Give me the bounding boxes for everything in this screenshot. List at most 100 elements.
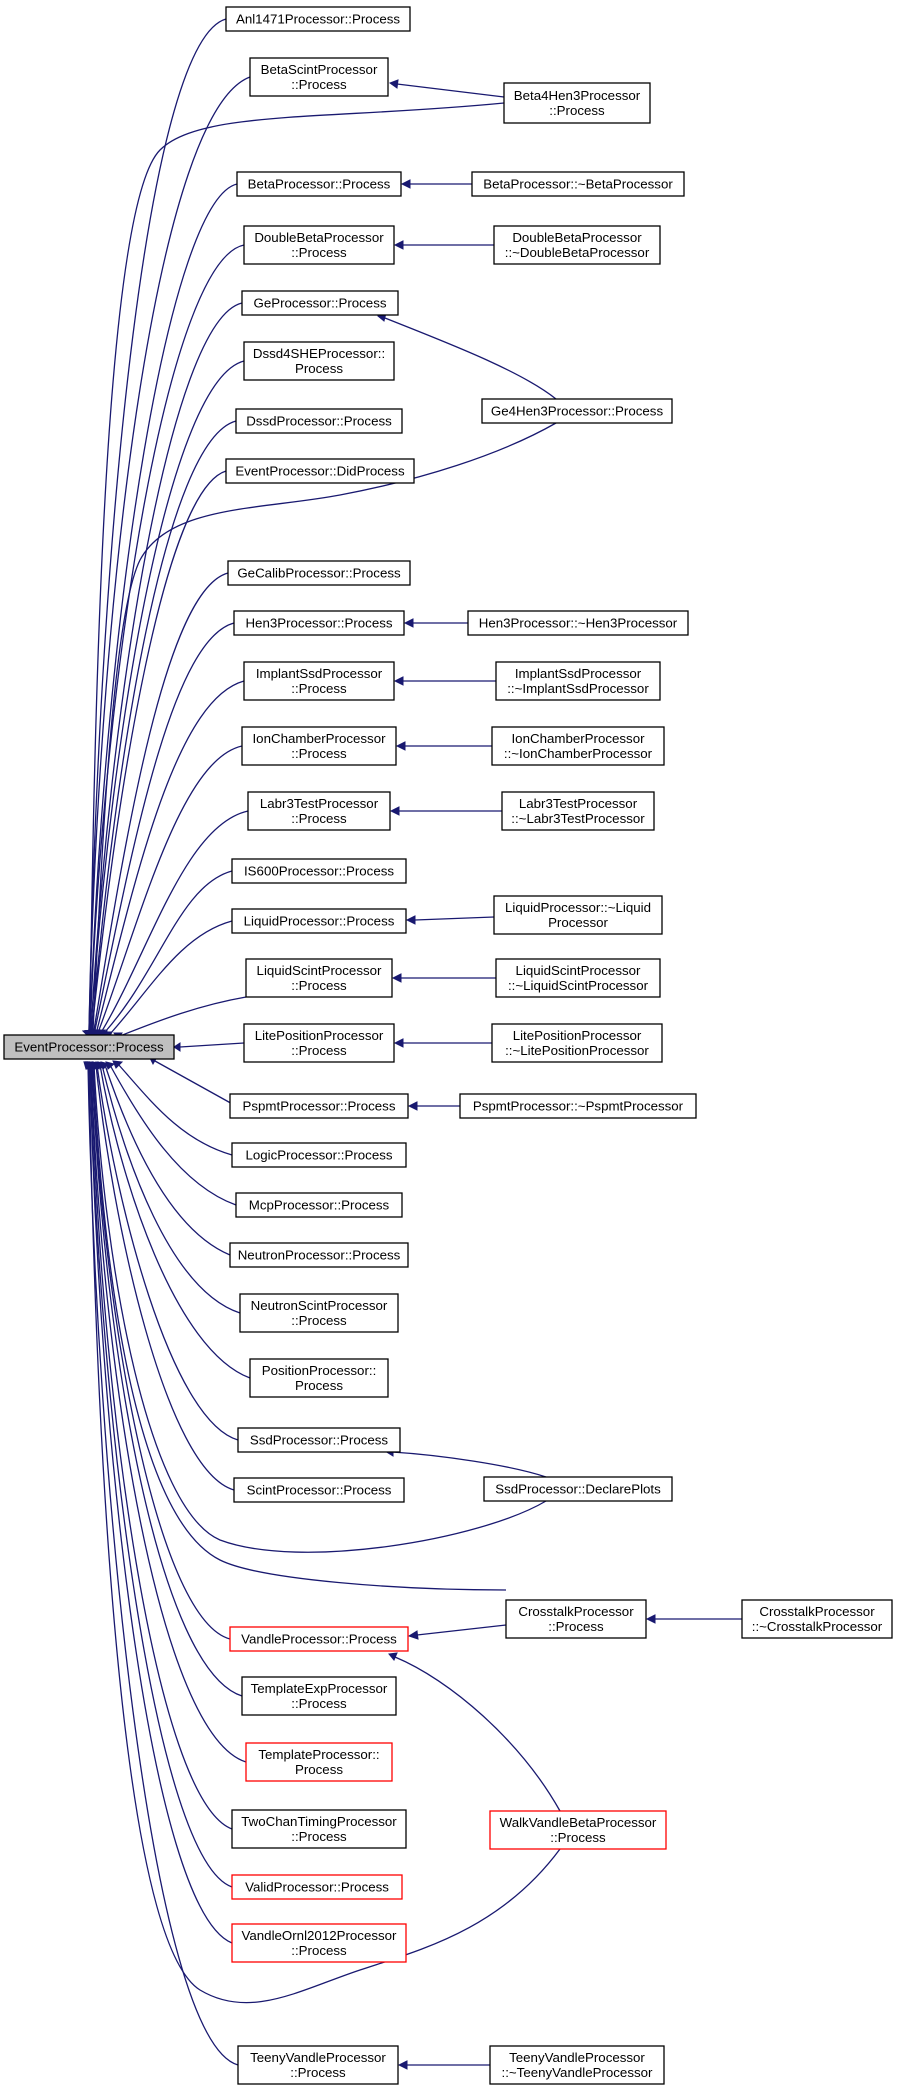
edge-implant_d-to-implant [393, 676, 496, 686]
node-label-line: Processor [548, 915, 608, 930]
node-label-line: IonChamberProcessor [252, 731, 386, 746]
node-walkvandle[interactable]: WalkVandleBetaProcessor::Process [489, 1810, 667, 1850]
node-box [459, 1093, 697, 1119]
node-label-line: ::~ImplantSsdProcessor [507, 681, 649, 696]
node-label-line: ::~CrosstalkProcessor [752, 1619, 883, 1634]
node-box [501, 791, 655, 831]
node-label-line: NeutronProcessor::Process [238, 1248, 401, 1263]
node-label-line: LitePositionProcessor [255, 1028, 384, 1043]
node-ge[interactable]: GeProcessor::Process [241, 290, 399, 316]
node-logic[interactable]: LogicProcessor::Process [231, 1142, 407, 1168]
node-liquidscint[interactable]: LiquidScintProcessor::Process [245, 958, 393, 998]
node-box [237, 1427, 401, 1453]
node-is600[interactable]: IS600Processor::Process [231, 858, 407, 884]
node-box [229, 1093, 409, 1119]
node-gecalib[interactable]: GeCalibProcessor::Process [227, 560, 411, 586]
node-neutron[interactable]: NeutronProcessor::Process [229, 1242, 409, 1268]
edge-doublebeta-to-root [82, 244, 245, 1037]
node-ionchamber[interactable]: IonChamberProcessor::Process [241, 726, 397, 766]
node-label-line: DoubleBetaProcessor [512, 230, 642, 245]
node-crosstalk_d[interactable]: CrosstalkProcessor::~CrosstalkProcessor [741, 1599, 893, 1639]
node-implant[interactable]: ImplantSsdProcessor::Process [243, 661, 395, 701]
edge-line [416, 1624, 507, 1636]
node-didprocess[interactable]: EventProcessor::DidProcess [225, 458, 415, 484]
node-box [231, 908, 407, 934]
node-templateexp[interactable]: TemplateExpProcessor::Process [241, 1676, 397, 1716]
node-crosstalk[interactable]: CrosstalkProcessor::Process [505, 1599, 647, 1639]
node-label-line: DoubleBetaProcessor [254, 230, 384, 245]
edge-ionchamber-to-root [91, 745, 243, 1037]
node-box [231, 1809, 407, 1849]
node-box [489, 1810, 667, 1850]
node-box [247, 791, 391, 831]
node-box [225, 6, 411, 32]
node-scint[interactable]: ScintProcessor::Process [233, 1477, 405, 1503]
node-ionchamber_d[interactable]: IonChamberProcessor::~IonChamberProcesso… [491, 726, 665, 766]
node-beta_d[interactable]: BetaProcessor::~BetaProcessor [471, 171, 685, 197]
node-pspmt_d[interactable]: PspmtProcessor::~PspmtProcessor [459, 1093, 697, 1119]
node-label-line: SsdProcessor::Process [250, 1433, 389, 1448]
node-box [237, 2045, 399, 2085]
node-twochan[interactable]: TwoChanTimingProcessor::Process [231, 1809, 407, 1849]
node-betascint[interactable]: BetaScintProcessor::Process [249, 57, 389, 97]
node-mcp[interactable]: McpProcessor::Process [235, 1192, 403, 1218]
node-box [3, 1034, 175, 1060]
node-valid[interactable]: ValidProcessor::Process [231, 1874, 403, 1900]
node-hen3[interactable]: Hen3Processor::Process [233, 610, 405, 636]
node-box [495, 958, 661, 998]
node-liquid[interactable]: LiquidProcessor::Process [231, 908, 407, 934]
node-teeny_d[interactable]: TeenyVandleProcessor::~TeenyVandleProces… [489, 2045, 665, 2085]
node-hen3_d[interactable]: Hen3Processor::~Hen3Processor [467, 610, 689, 636]
node-beta[interactable]: BetaProcessor::Process [236, 171, 402, 197]
node-implant_d[interactable]: ImplantSsdProcessor::~ImplantSsdProcesso… [495, 661, 661, 701]
node-liquidscint_d[interactable]: LiquidScintProcessor::~LiquidScintProces… [495, 958, 661, 998]
node-dssd[interactable]: DssdProcessor::Process [235, 408, 403, 434]
edge-line [394, 1656, 561, 1812]
node-box [235, 1192, 403, 1218]
node-vandleornl[interactable]: VandleOrnl2012Processor::Process [231, 1923, 407, 1963]
node-label-line: ::Process [548, 1619, 604, 1634]
node-liteposition[interactable]: LitePositionProcessor::Process [243, 1023, 395, 1063]
edge-crosstalk_d-to-crosstalk [645, 1614, 742, 1624]
node-labr3[interactable]: Labr3TestProcessor::Process [247, 791, 391, 831]
node-template[interactable]: TemplateProcessor::Process [245, 1742, 393, 1782]
node-label-line: LiquidProcessor::Process [244, 914, 395, 929]
node-anl1471[interactable]: Anl1471Processor::Process [225, 6, 411, 32]
edges-layer [81, 18, 742, 2070]
node-ge4hen3[interactable]: Ge4Hen3Processor::Process [481, 398, 673, 424]
edge-line [88, 1064, 561, 2004]
edge-line [90, 302, 243, 1031]
node-label-line: ScintProcessor::Process [247, 1483, 392, 1498]
node-box [233, 1477, 405, 1503]
edge-beta4hen3-to-betascint [388, 79, 505, 98]
node-position[interactable]: PositionProcessor::Process [249, 1358, 389, 1398]
edge-line [119, 996, 247, 1037]
node-ssd_declare[interactable]: SsdProcessor::DeclarePlots [483, 1476, 673, 1502]
arrowhead-icon [397, 2060, 408, 2070]
node-pspmt[interactable]: PspmtProcessor::Process [229, 1093, 409, 1119]
node-label-line: ::Process [290, 2065, 346, 2080]
node-beta4hen3[interactable]: Beta4Hen3Processor::Process [503, 82, 651, 124]
node-teeny[interactable]: TeenyVandleProcessor::Process [237, 2045, 399, 2085]
node-label-line: ::Process [291, 77, 347, 92]
edge-labr3_d-to-labr3 [389, 806, 502, 816]
arrowhead-icon [393, 240, 404, 250]
node-doublebeta_d[interactable]: DoubleBetaProcessor::~DoubleBetaProcesso… [493, 225, 661, 265]
edge-liquid-to-root [102, 920, 233, 1039]
node-box [249, 1358, 389, 1398]
node-box [243, 661, 395, 701]
node-neutronscint[interactable]: NeutronScintProcessor::Process [239, 1293, 399, 1333]
node-ssd[interactable]: SsdProcessor::Process [237, 1427, 401, 1453]
edge-pspmt_d-to-pspmt [407, 1101, 460, 1111]
node-label-line: DssdProcessor::Process [246, 414, 392, 429]
node-vandle[interactable]: VandleProcessor::Process [229, 1626, 409, 1652]
node-doublebeta[interactable]: DoubleBetaProcessor::Process [243, 225, 395, 265]
node-dssd4she[interactable]: Dssd4SHEProcessor::Process [243, 341, 395, 381]
node-label-line: Beta4Hen3Processor [514, 88, 641, 103]
node-liquid_d[interactable]: LiquidProcessor::~LiquidProcessor [493, 895, 663, 935]
node-labr3_d[interactable]: Labr3TestProcessor::~Labr3TestProcessor [501, 791, 655, 831]
node-label-line: ::~TeenyVandleProcessor [502, 2065, 653, 2080]
node-liteposition_d[interactable]: LitePositionProcessor::~LitePositionProc… [491, 1023, 663, 1063]
node-box [491, 726, 665, 766]
node-root[interactable]: EventProcessor::Process [3, 1034, 175, 1060]
